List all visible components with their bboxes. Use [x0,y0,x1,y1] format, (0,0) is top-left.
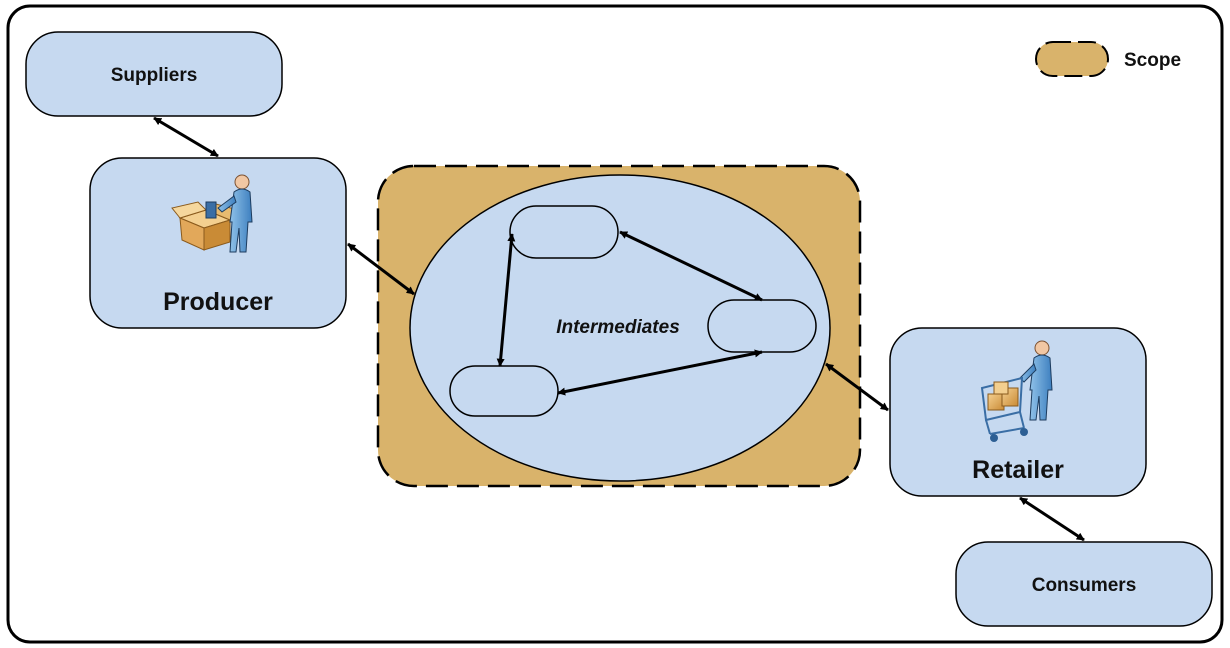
suppliers-node: Suppliers [25,31,283,117]
consumers-label: Consumers [1032,575,1137,596]
intermediate-node-bottom [449,365,559,417]
arrow-top-bottom [496,233,516,367]
producer-label: Producer [163,288,273,316]
shopping-cart-person-icon [980,340,1053,442]
arrow-producer-intermediates [347,242,415,296]
intermediates-label: Intermediates [556,317,680,338]
producer-node: Producer [89,157,347,329]
legend-scope-swatch [1035,41,1109,77]
suppliers-label: Suppliers [111,65,198,86]
intermediate-node-right [707,299,817,353]
arrow-retailer-consumers [1019,496,1085,542]
producer-with-box-icon [171,174,253,253]
legend: Scope [1035,41,1181,77]
legend-scope-label: Scope [1124,50,1181,71]
retailer-node: Retailer [889,327,1147,497]
arrow-bottom-right [557,349,763,396]
arrow-intermediates-retailer [825,362,889,412]
intermediate-node-top [509,205,619,259]
retailer-label: Retailer [972,456,1064,484]
intermediates-node: Intermediates [409,174,831,482]
consumers-node: Consumers [955,541,1213,627]
arrow-suppliers-producer [153,116,219,158]
arrow-top-right [619,230,763,302]
connector-arrows [153,116,1085,542]
